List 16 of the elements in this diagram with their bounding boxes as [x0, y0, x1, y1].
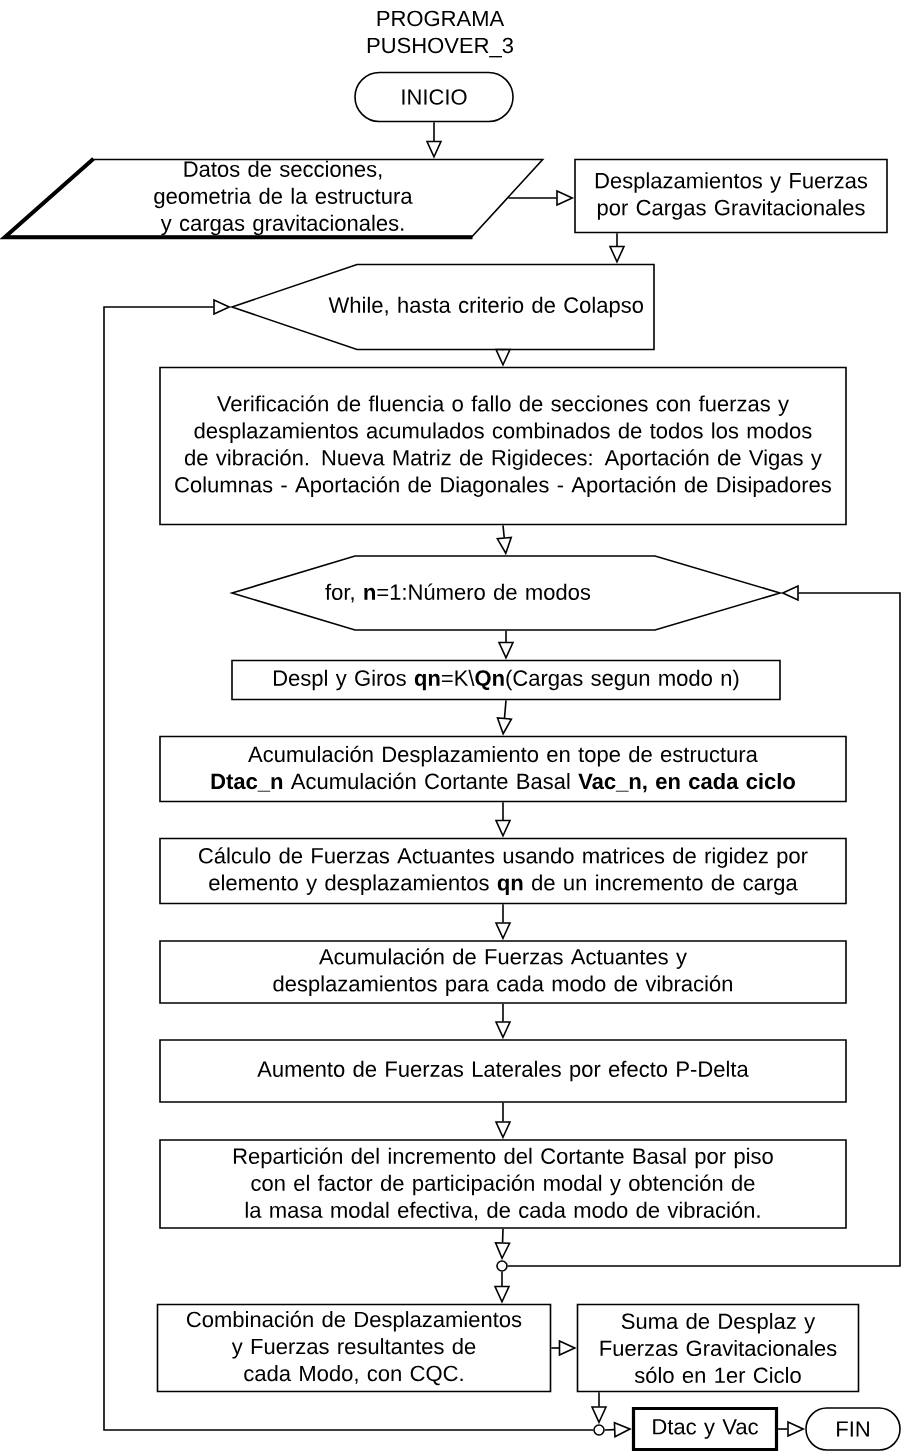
process-box: Repartición del incremento del Cortante Basal por piso con el factor de participación modal y obtención de la masa modal efectiva, de cada modo de vibración. [159, 1139, 847, 1229]
process-box: Aumento de Fuerzas Laterales por efecto P-Delta [159, 1039, 847, 1103]
end-terminal: FIN [805, 1407, 901, 1451]
title: PROGRAMA PUSHOVER_3 [367, 10, 513, 58]
process-box: Cálculo de Fuerzas Actuantes usando matrices de rigidez por elemento y desplazamientos qn de un incremento de carga [159, 837, 847, 905]
process-box: Verificación de fluencia o fallo de secciones con fuerzas y desplazamientos acumulados combinados de todos los modos de vibración. Nueva Matriz de Rigideces: Aportación de Vigas y Columnas - Aportación de Diagonales - Aportación de Disipadores [159, 366, 847, 526]
output-box: Dtac y Vac [631, 1406, 779, 1452]
process-box: Acumulación de Fuerzas Actuantes y desplazamientos para cada modo de vibración [159, 940, 847, 1004]
process-box: Acumulación Desplazamiento en tope de estructura Dtac_n Acumulación Cortante Basal Vac_n, en cada ciclo [159, 735, 847, 803]
process-box: Desplazamientos y Fuerzas por Cargas Gravitacionales [574, 158, 888, 234]
arrow [103, 298, 594, 1431]
process-box: Despl y Giros qn=K\Qn(Cargas segun modo n) [231, 659, 781, 701]
start-terminal: INICIO [354, 71, 514, 123]
process-box: Combinación de Desplazamientos y Fuerzas resultantes de cada Modo, con CQC. [156, 1303, 552, 1393]
input-parallelogram: Datos de secciones, geometria de la estructura y cargas gravitacionales. [0, 157, 545, 240]
process-box: Suma de Desplaz y Fuerzas Gravitacionales sólo en 1er Ciclo [576, 1303, 860, 1393]
